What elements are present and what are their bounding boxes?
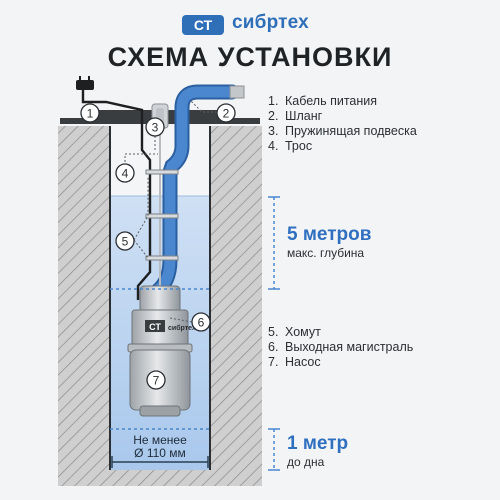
page-title: СХЕМА УСТАНОВКИ [107,42,393,72]
svg-text:2: 2 [223,107,230,121]
svg-text:СТ: СТ [149,322,161,332]
callout-6: 6 [191,312,211,332]
dimension-lines [110,196,280,471]
legend-item-number: 2. [268,109,279,123]
legend-item-number: 7. [268,355,279,369]
legend-item: 7. Насос [268,355,438,369]
legend-item-number: 4. [268,139,279,153]
svg-text:СТ: СТ [194,17,213,33]
callout-2: 2 [216,103,236,123]
power-plug [76,80,94,90]
legend-item-number: 3. [268,124,279,138]
ground-floor [58,470,262,486]
max-depth-value: 5 метров [287,224,372,245]
legend-item-text: Трос [285,139,313,153]
hose [148,84,245,300]
callout-7: 7 [146,370,166,390]
legend-item-number: 6. [268,340,279,354]
legend-item-text: Пружинящая подвеска [285,124,417,138]
legend-bottom: 5. Хомут 6. Выходная магистраль 7. Насос [268,325,438,370]
callout-4: 4 [115,163,135,183]
legend-item-number: 5. [268,325,279,339]
max-depth-caption: макс. глубина [287,246,365,260]
power-cable [76,76,152,300]
ground-wall-right [210,126,262,480]
callout-5: 5 [115,231,135,251]
legend-top: 1. Кабель питания 2. Шланг 3. Пружинящая по… [268,94,438,154]
brand-name: сибртех [232,12,309,33]
bottom-distance-value: 1 метр [287,433,349,454]
ground-wall-left [58,126,110,480]
svg-text:3: 3 [152,121,159,135]
legend-item-text: Кабель питания [285,94,378,108]
legend-item-text: Выходная магистраль [285,340,414,354]
legend-item-text: Насос [285,355,321,369]
brand-logo: СТ [182,15,224,35]
legend-item: 2. Шланг [268,109,438,123]
callout-1: 1 [80,103,100,123]
min-diameter-label: Не менее Ø 110 мм [112,434,208,460]
callout-3: 3 [145,117,165,137]
svg-text:6: 6 [198,316,205,330]
bottom-distance-label: 1 метр до дна [287,433,348,469]
legend-item: 3. Пружинящая подвеска [268,124,438,138]
hose-fitting [229,85,245,99]
bottom-distance-caption: до дна [287,455,325,469]
legend-item: 4. Трос [268,139,438,153]
legend-item-text: Хомут [285,325,321,339]
legend-item: 5. Хомут [268,325,438,339]
min-diameter-line2: Ø 110 мм [134,446,186,460]
legend-item-number: 1. [268,94,279,108]
min-diameter-line1: Не менее [133,433,187,447]
clamps [145,169,179,261]
pump-logo: СТ сибртех [145,320,196,332]
max-depth-label: 5 метров макс. глубина [287,224,371,260]
svg-text:1: 1 [87,107,94,121]
legend-item: 1. Кабель питания [268,94,438,108]
svg-text:сибртех: сибртех [168,324,196,332]
svg-text:5: 5 [122,235,129,249]
legend-item: 6. Выходная магистраль [268,340,438,354]
svg-text:7: 7 [153,374,160,388]
legend-item-text: Шланг [285,109,323,123]
svg-text:4: 4 [122,167,129,181]
